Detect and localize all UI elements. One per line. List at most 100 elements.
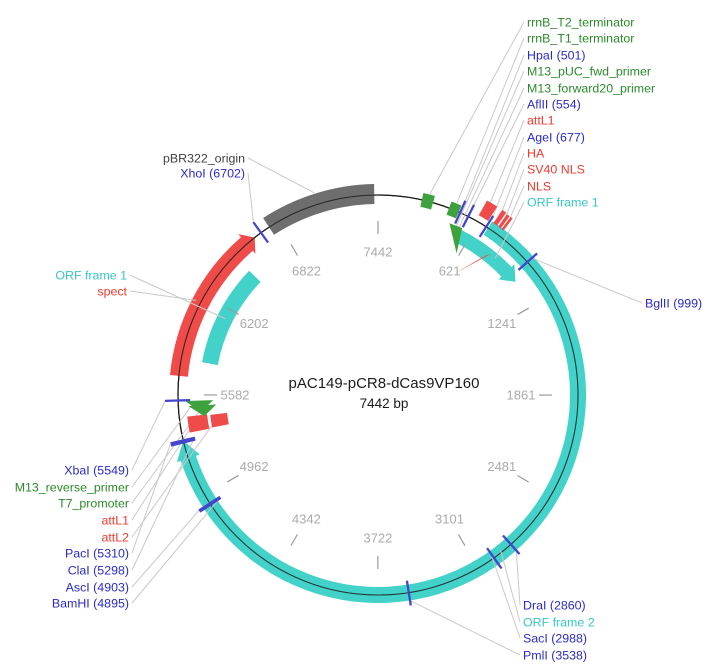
label-attl1-top[interactable]: attL1 <box>527 114 555 128</box>
leader-line-pbr322-origin <box>247 157 315 194</box>
bp-tick-mark <box>227 307 239 315</box>
restriction-site-tick-5298[interactable] <box>170 438 196 447</box>
leader-line-attl1-bottom <box>131 419 197 521</box>
leader-line-saci-2988 <box>490 552 521 639</box>
label-pmli-3538[interactable]: PmlI (3538) <box>523 649 587 663</box>
bp-tick-mark <box>290 534 298 546</box>
bp-tick-label: 6202 <box>240 316 269 331</box>
label-rrnb-t1-terminator[interactable]: rrnB_T1_terminator <box>527 32 634 46</box>
feature-pbr322-origin[interactable] <box>263 184 375 235</box>
bp-tick-mark <box>226 474 239 483</box>
feature-attl1-top-box[interactable] <box>478 200 498 221</box>
bp-tick-mark <box>517 475 529 483</box>
feature-spect-cds[interactable] <box>169 234 256 377</box>
label-clai-5298[interactable]: ClaI (5298) <box>68 564 129 578</box>
bp-tick-label: 621 <box>439 264 461 279</box>
leader-line-m13-puc-fwd-primer <box>455 70 525 229</box>
bp-tick-label: 3101 <box>435 511 464 526</box>
restriction-site-tick-677[interactable] <box>478 215 495 238</box>
leader-line-agei-677 <box>492 136 525 217</box>
label-bamhi-4895[interactable]: BamHI (4895) <box>52 597 129 611</box>
restriction-site-tick-6702[interactable] <box>252 221 269 244</box>
restriction-site-tick-999[interactable] <box>517 252 538 271</box>
label-ha-tag[interactable]: HA <box>527 147 545 161</box>
feature-attl1-bottom-box[interactable] <box>187 414 210 433</box>
plasmid-backbone-overlay <box>177 194 579 596</box>
feature-rrnb-t1-terminator-box[interactable] <box>446 201 462 219</box>
leader-line-attl1-top <box>488 119 525 208</box>
bp-tick-label: 3722 <box>363 531 392 546</box>
restriction-site-tick-5310[interactable] <box>170 436 196 445</box>
leader-line-aflii-554 <box>473 103 525 206</box>
label-bglii-999[interactable]: BglII (999) <box>645 297 702 311</box>
bp-tick-label: 6822 <box>292 264 321 279</box>
label-orf-frame-1-top[interactable]: ORF frame 1 <box>527 196 599 210</box>
label-m13-forward20-primer[interactable]: M13_forward20_primer <box>527 82 655 96</box>
restriction-site-tick-2860[interactable] <box>502 534 521 555</box>
bp-tick-label: 1241 <box>487 316 516 331</box>
leader-line-rrnb-t1-terminator <box>456 37 525 203</box>
bp-tick-mark <box>458 244 466 256</box>
feature-main-orf-dcas9vp160[interactable] <box>176 221 587 604</box>
leader-line-sv40-nls <box>504 168 525 220</box>
restriction-site-tick-501[interactable] <box>454 200 467 225</box>
label-xbai-5549[interactable]: XbaI (5549) <box>64 464 129 478</box>
leader-line-orf-frame-2 <box>500 550 521 623</box>
leader-line-orf-frame-1-top <box>494 201 525 259</box>
feature-attl2-bottom-box[interactable] <box>210 412 229 428</box>
label-spect[interactable]: spect <box>97 285 127 299</box>
label-xhoi-6702[interactable]: XhoI (6702) <box>180 167 245 181</box>
feature-rrnb-t2-terminator-box[interactable] <box>420 193 435 210</box>
label-t7-promoter[interactable]: T7_promoter <box>58 497 129 511</box>
bp-tick-mark <box>290 244 299 256</box>
restriction-site-tick-4903[interactable] <box>198 495 221 512</box>
leader-line-orf-frame-1-left <box>129 274 226 320</box>
restriction-site-tick-2988[interactable] <box>486 547 503 570</box>
leader-line-bamhi-4895 <box>131 498 220 604</box>
label-aflii-554[interactable]: AflII (554) <box>527 98 581 112</box>
leader-line-clai-5298 <box>131 439 194 571</box>
restriction-site-tick-554[interactable] <box>461 204 476 228</box>
restriction-site-tick-3538[interactable] <box>405 580 412 606</box>
label-attl2-bottom[interactable]: attL2 <box>101 531 129 545</box>
feature-ha-tag-box[interactable] <box>493 209 507 226</box>
label-m13-reverse-primer[interactable]: M13_reverse_primer <box>15 481 129 495</box>
leader-line-nls <box>508 185 525 222</box>
feature-t7-promoter-arrow[interactable] <box>188 404 217 417</box>
label-pbr322-origin[interactable]: pBR322_origin <box>163 152 245 166</box>
restriction-site-tick-5549[interactable] <box>165 399 191 402</box>
label-asci-4903[interactable]: AscI (4903) <box>66 581 129 595</box>
label-orf-frame-2[interactable]: ORF frame 2 <box>523 616 595 630</box>
label-nls[interactable]: NLS <box>527 180 551 194</box>
bp-tick-label: 2481 <box>487 459 516 474</box>
bp-tick-label: 5582 <box>221 387 250 402</box>
restriction-site-tick-4895[interactable] <box>199 497 222 513</box>
leader-line-spect <box>129 290 197 301</box>
label-paci-5310[interactable]: PacI (5310) <box>65 547 129 561</box>
label-agei-677[interactable]: AgeI (677) <box>527 131 585 145</box>
label-m13-puc-fwd-primer[interactable]: M13_pUC_fwd_primer <box>527 65 651 79</box>
leader-line-hpai-501 <box>464 54 525 201</box>
label-attl1-bottom[interactable]: attL1 <box>101 514 129 528</box>
plasmid-size-label: 7442 bp <box>359 396 409 411</box>
bp-tick-label: 7442 <box>364 245 393 260</box>
label-saci-2988[interactable]: SacI (2988) <box>523 632 587 646</box>
leader-line-xbai-5549 <box>131 400 166 471</box>
leader-line-paci-5310 <box>131 443 172 554</box>
leader-line-attl2-bottom <box>131 417 219 538</box>
feature-nls-box[interactable] <box>501 216 513 231</box>
bp-tick-mark <box>457 534 466 546</box>
label-drai-2860[interactable]: DraI (2860) <box>523 599 586 613</box>
leader-line-asci-4903 <box>131 510 200 588</box>
label-sv40-nls[interactable]: SV40 NLS <box>527 163 585 177</box>
label-hpai-501[interactable]: HpaI (501) <box>527 49 586 63</box>
label-orf-frame-1-left[interactable]: ORF frame 1 <box>55 269 127 283</box>
label-rrnb-t2-terminator[interactable]: rrnB_T2_terminator <box>527 16 634 30</box>
leader-line-rrnb-t2-terminator <box>429 21 525 194</box>
feature-orf-frame-1-left[interactable] <box>202 270 261 366</box>
feature-sv40-nls-box[interactable] <box>498 214 510 229</box>
leader-line-m13-forward20-primer <box>454 87 525 236</box>
feature-m13-fwd-primer-arrow[interactable] <box>449 223 463 254</box>
